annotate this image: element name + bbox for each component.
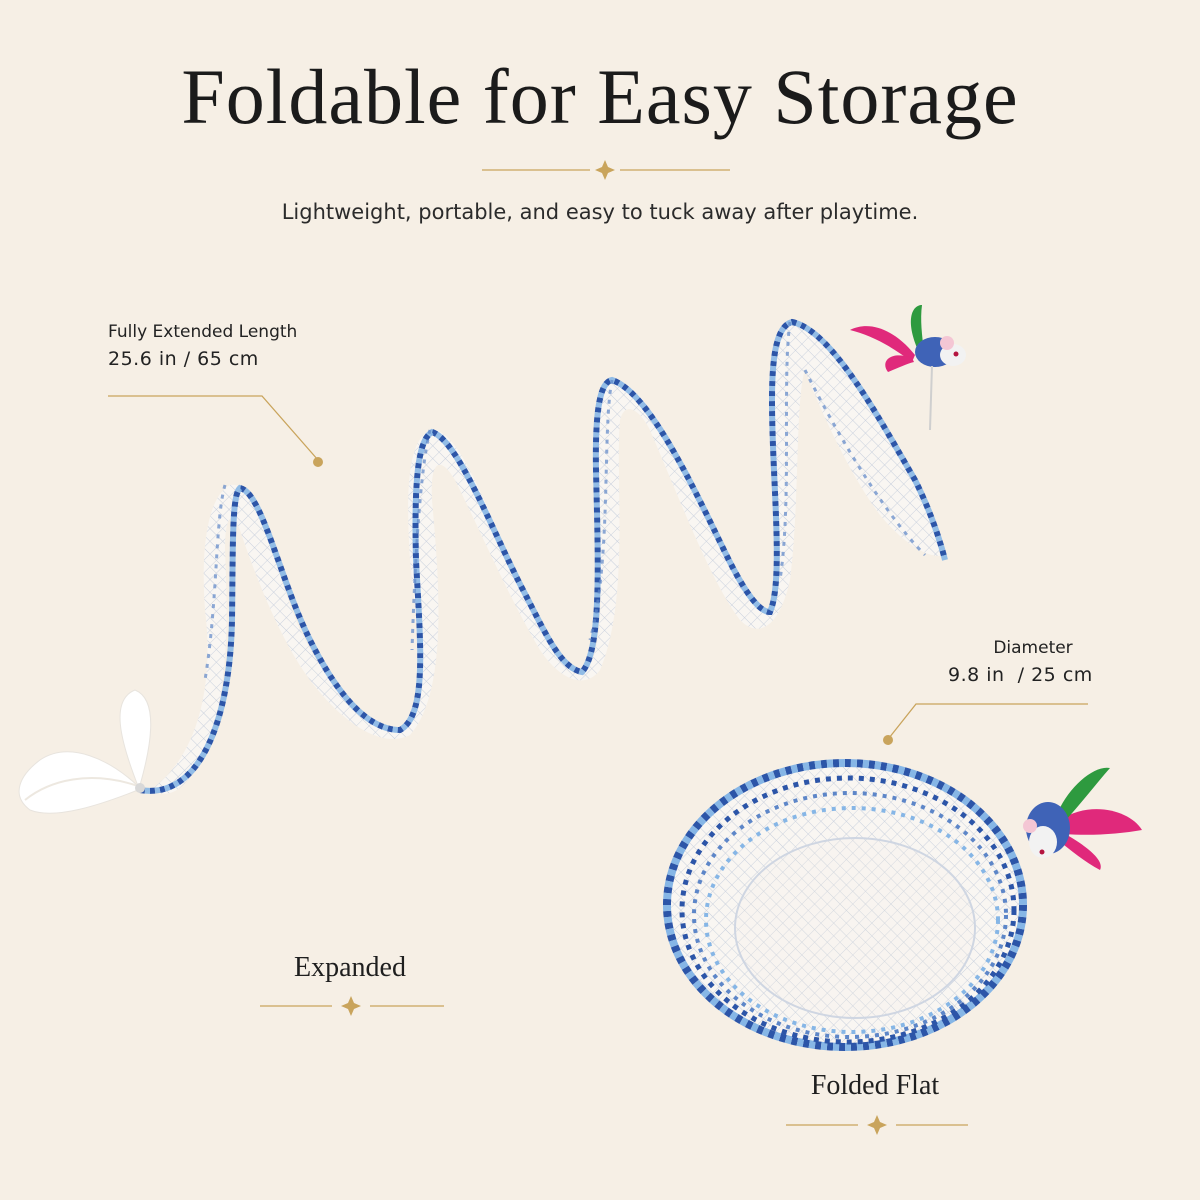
gold-sparkle-icon xyxy=(867,1115,887,1135)
callout-dot-icon xyxy=(313,457,323,467)
gold-sparkle-icon xyxy=(341,996,361,1016)
page-subtitle: Lightweight, portable, and easy to tuck … xyxy=(281,200,919,224)
callout-dot-icon xyxy=(883,735,893,745)
diameter-label: Diameter xyxy=(993,638,1073,658)
folded-tunnel xyxy=(663,759,1142,1051)
diameter-callout xyxy=(883,703,1088,745)
page-title: Foldable for Easy Storage xyxy=(181,53,1019,140)
expanded-tunnel xyxy=(18,305,966,814)
mouse-toy-icon xyxy=(850,305,966,431)
length-spec: Fully Extended Length 25.6 in / 65 cm xyxy=(108,322,297,370)
white-feather-icon xyxy=(18,689,152,814)
diameter-value: 9.8 in / 25 cm xyxy=(948,664,1093,686)
diameter-spec: Diameter 9.8 in / 25 cm xyxy=(948,638,1093,686)
expanded-ornament xyxy=(260,996,444,1016)
folded-ornament xyxy=(786,1115,968,1135)
mouse-toy-icon xyxy=(1023,767,1142,870)
caption-expanded: Expanded xyxy=(294,952,406,983)
length-callout xyxy=(108,395,323,467)
length-value: 25.6 in / 65 cm xyxy=(108,348,259,370)
caption-folded: Folded Flat xyxy=(810,1070,940,1101)
length-label: Fully Extended Length xyxy=(108,322,298,342)
